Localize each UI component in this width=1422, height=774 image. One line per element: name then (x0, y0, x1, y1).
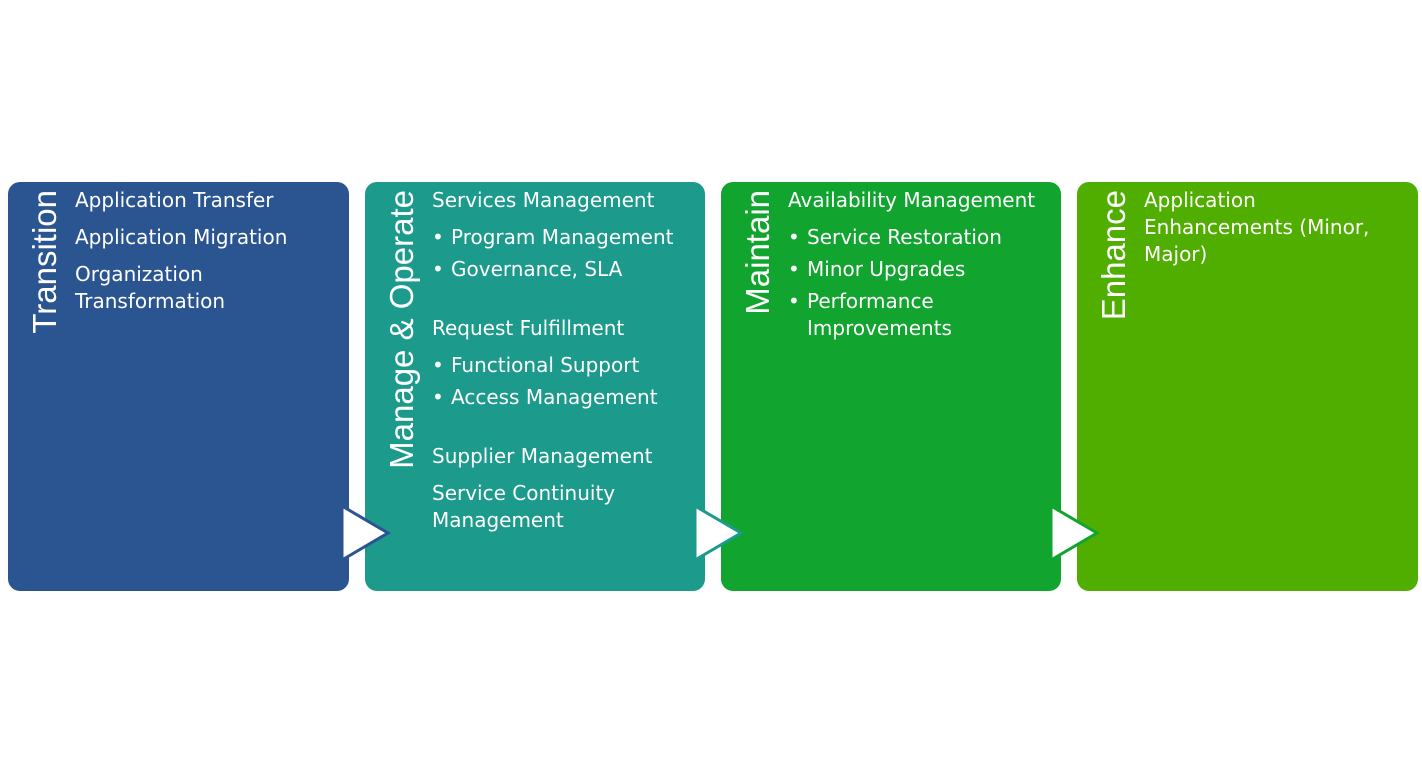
stage-transition: Transition Application Transfer Applicat… (8, 182, 349, 591)
bullet-item: Access Management (432, 384, 693, 411)
bullet-item: Program Management (432, 224, 693, 251)
stage-item: Service Continuity Management (432, 481, 616, 532)
bullet-item: Service Restoration (788, 224, 1049, 251)
arrow-right-icon (693, 503, 744, 563)
stage-body: Availability Management Service Restorat… (788, 187, 1049, 581)
stage-title-text: Maintain (739, 190, 776, 315)
stage-item: Application Transfer (75, 188, 274, 212)
stage-title-text: Transition (26, 190, 63, 334)
stage-title-text: Enhance (1095, 190, 1132, 321)
stage-body: Services Management Program Management G… (432, 187, 693, 581)
bullet-list: Program Management Governance, SLA (432, 224, 693, 283)
stage-item: Request Fulfillment (432, 316, 625, 340)
bullet-list: Functional Support Access Management (432, 352, 693, 411)
arrow-right-icon (340, 503, 391, 563)
stage-item: Supplier Management (432, 444, 653, 468)
stage-body: Application Transfer Application Migrati… (75, 187, 337, 581)
stage-item: Availability Management (788, 188, 1036, 212)
stage-item: Services Management (432, 188, 655, 212)
bullet-item: Governance, SLA (432, 256, 693, 283)
bullet-item: Functional Support (432, 352, 693, 379)
stage-title: Transition (16, 190, 74, 583)
bullet-item: Performance Improvements (788, 288, 957, 342)
stage-enhance: Enhance Application Enhancements (Minor,… (1077, 182, 1418, 591)
stage-manage-operate: Manage & Operate Services Management Pro… (365, 182, 705, 591)
stage-item: Application Enhancements (Minor, Major) (1144, 188, 1370, 266)
arrow-right-icon (1049, 503, 1100, 563)
stage-body: Application Enhancements (Minor, Major) (1144, 187, 1406, 581)
stage-item: Organization Transformation (75, 262, 226, 313)
bullet-item: Minor Upgrades (788, 256, 1049, 283)
stage-title-text: Manage & Operate (383, 190, 420, 469)
bullet-list: Service Restoration Minor Upgrades Perfo… (788, 224, 1049, 342)
stage-maintain: Maintain Availability Management Service… (721, 182, 1061, 591)
stage-item: Application Migration (75, 225, 288, 249)
